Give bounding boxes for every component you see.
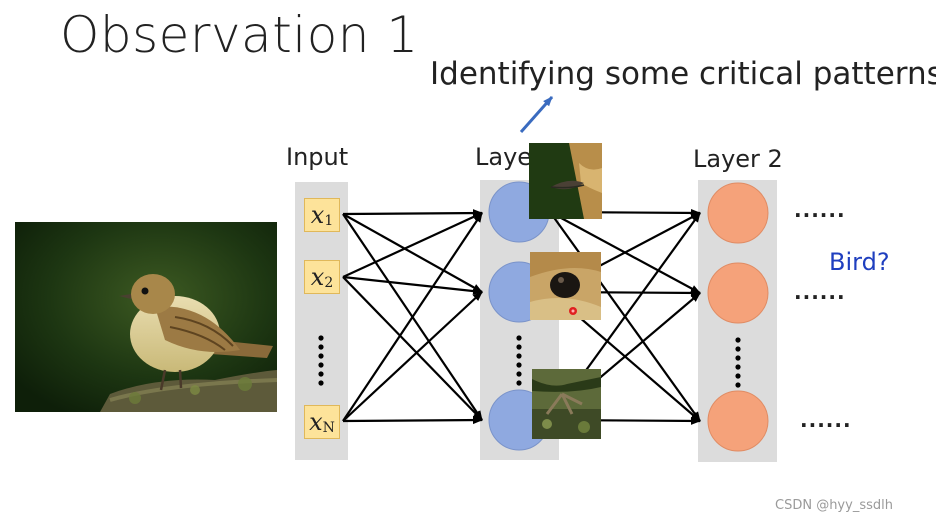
layer2-node-2 [707,262,769,324]
bird-photo [15,222,277,412]
output-dots-2: ...... [794,280,846,304]
input-vertical-dots [318,335,324,386]
eye-patch-image [530,252,601,320]
bird-question-label: Bird? [829,248,890,276]
claw-patch-image [532,369,601,439]
layer1-label: Layer 1 [475,143,530,171]
output-dots-3: ...... [800,408,852,432]
layer1-vertical-dots [516,335,522,386]
beak-patch-image [529,143,602,219]
input-x2-sub: 2 [324,275,334,291]
layer2-vertical-dots [735,337,741,388]
layer2-label: Layer 2 [693,145,783,173]
input-x1-var: x [310,201,325,229]
layer2-node-3 [707,390,769,452]
slide-title: Observation 1 [60,6,419,64]
input-label: Input [286,143,349,171]
input-xN-sub: N [322,420,335,436]
input-xN-var: x [309,408,323,436]
watermark: CSDN @hyy_ssdlh [775,498,893,513]
pattern-pointer-arrow [519,96,554,133]
input-x2-var: x [310,263,325,291]
input-layer1-connections [342,209,483,425]
output-dots-1: ...... [794,198,846,222]
slide-subtitle: Identifying some critical patterns [430,56,936,92]
input-x1-sub: 1 [324,213,334,229]
layer2-node-1 [707,182,769,244]
